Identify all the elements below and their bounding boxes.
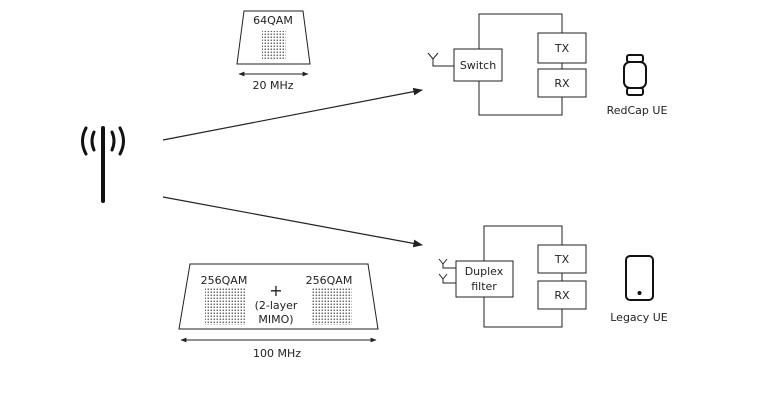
link-arrow-redcap (162, 87, 423, 141)
smartphone-icon (625, 255, 654, 301)
redcap-ue-label: RedCap UE (607, 104, 668, 117)
duplex-filter-label-line1: Duplex (465, 265, 504, 278)
smartwatch-icon (623, 54, 647, 96)
wideband-carrier: 256QAM + (2-layer MIMO) 256QAM 100 MHz (178, 263, 379, 360)
carrier-modulation-label-left: 256QAM (201, 274, 248, 287)
tx-label: TX (554, 42, 570, 55)
carrier-trapezoid (178, 263, 379, 330)
base-station-antenna-icon (81, 126, 125, 203)
antenna-icon (427, 52, 454, 67)
qam-constellation-dots-right (312, 288, 352, 325)
qam-constellation-dots (262, 31, 286, 59)
link-arrow-legacy (162, 196, 423, 248)
carrier-bandwidth-label: 20 MHz (252, 79, 293, 92)
narrowband-carrier: 64QAM 20 MHz (236, 10, 311, 92)
tx-box (537, 32, 587, 64)
switch-label: Switch (460, 59, 496, 72)
tx-label: TX (554, 253, 570, 266)
rx-label: RX (554, 77, 570, 90)
carrier-bandwidth-label: 100 MHz (253, 347, 301, 360)
switch-box (453, 48, 503, 82)
rx-box (537, 68, 587, 98)
rx-label: RX (554, 289, 570, 302)
mimo-label-line2: MIMO) (258, 313, 293, 326)
tx-box (537, 244, 587, 274)
carrier-modulation-label-right: 256QAM (306, 274, 353, 287)
legacy-ue-label: Legacy UE (610, 311, 668, 324)
filter-wiring (483, 225, 563, 328)
carrier-modulation-label: 64QAM (253, 14, 293, 27)
duplex-filter-label-line2: filter (471, 280, 497, 293)
rx-box (537, 280, 587, 310)
legacy-rf-frontend: Duplex filter TX RX (438, 225, 587, 328)
carrier-trapezoid (236, 10, 311, 65)
qam-constellation-dots-left (205, 288, 245, 325)
switch-wiring (478, 13, 563, 116)
redcap-rf-frontend: Switch TX RX (427, 13, 587, 116)
plus-sign: + (269, 281, 282, 300)
dual-antenna-icon (438, 258, 456, 284)
mimo-label-line1: (2-layer (255, 299, 298, 312)
